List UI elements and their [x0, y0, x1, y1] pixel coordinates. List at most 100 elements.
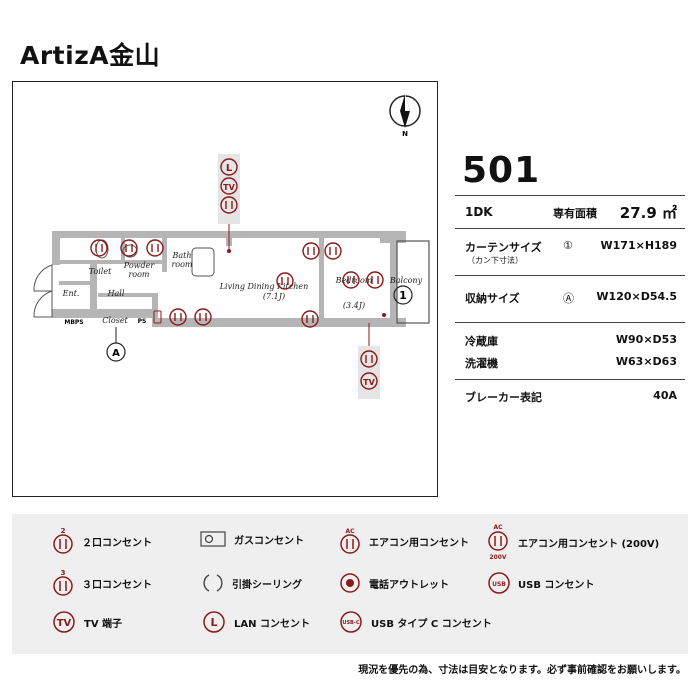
outlet-icon	[324, 242, 342, 260]
legend-lan: L LAN コンセント	[202, 610, 310, 634]
balcony-label: Balcony	[389, 276, 423, 285]
powder-label-2: room	[128, 270, 149, 279]
room-type: 1DK	[465, 205, 493, 219]
powder-label: Powder	[123, 261, 156, 270]
legend-ac: AC エアコン用コンセント (200V) エアコン用コンセント	[339, 526, 469, 556]
svg-text:3: 3	[61, 569, 66, 577]
legend-label: 電話アウトレット	[369, 579, 449, 591]
storage-value: W120×D54.5	[596, 290, 677, 303]
curtain-mark-label: ①	[563, 239, 573, 252]
closet-mark: A	[106, 327, 126, 362]
area-label: 専有面積	[553, 207, 597, 220]
spec-row-curtain: カーテンサイズ （カン下寸法） ① W171×H189	[455, 228, 685, 275]
spec-row-storage: 収納サイズ Ⓐ W120×D54.5	[455, 275, 685, 322]
compass-icon: N	[389, 94, 421, 138]
tv-outlet-icon: TV	[220, 177, 238, 195]
lan-outlet-icon: L	[203, 611, 225, 633]
svg-text:200V: 200V	[489, 554, 507, 561]
legend-label: LAN コンセント	[234, 618, 310, 630]
ldk-label: Living Dining Kitchen	[219, 282, 309, 291]
mbps-label: MBPS	[64, 319, 83, 326]
outlet-icon	[220, 196, 238, 214]
storage-label: 収納サイズ	[465, 292, 520, 305]
balcony-outline	[396, 240, 430, 324]
legend-label: USB タイプ C コンセント	[371, 618, 492, 630]
fridge-value: W90×D53	[615, 333, 677, 346]
legend-usb: USB USB コンセント	[488, 572, 594, 594]
legend-label: エアコン用コンセント (200V)	[518, 538, 660, 550]
fridge-label: 冷蔵庫	[465, 335, 498, 348]
legend-label: ガスコンセント	[234, 535, 304, 547]
curtain-value: W171×H189	[600, 239, 677, 252]
spec-row-type: 1DK 専有面積 27.9 ㎡	[455, 195, 685, 228]
spec-table: 1DK 専有面積 27.9 ㎡ カーテンサイズ （カン下寸法） ① W171×H…	[455, 195, 685, 412]
usb-c-outlet-icon: USB-C	[340, 611, 362, 633]
tv-outlet-icon: TV	[53, 611, 75, 633]
footnote: 現況を優先の為、寸法は目安となります。必ず事前確認をお願いします。	[358, 665, 686, 676]
outlet-icon	[90, 239, 108, 257]
svg-text:TV: TV	[223, 183, 235, 192]
outlet-icon	[301, 310, 319, 328]
outlet-icon	[366, 271, 384, 289]
gas-outlet-icon	[200, 531, 226, 547]
outlet-icon	[360, 350, 378, 368]
svg-text:L: L	[226, 163, 233, 174]
closet-label: Closet	[102, 316, 128, 325]
legend-label: ２口コンセント	[82, 537, 152, 549]
area-value: 27.9 ㎡	[619, 204, 677, 222]
svg-text:2: 2	[61, 527, 66, 535]
bathtub	[191, 247, 215, 277]
ac-200v-outlet-icon: AC 200V	[488, 524, 508, 561]
outlet-3-icon: 3	[53, 569, 73, 596]
outlet-icon	[302, 242, 320, 260]
outlet-icon	[276, 272, 294, 290]
svg-text:1: 1	[399, 289, 407, 302]
room-number: 501	[462, 150, 541, 191]
svg-text:USB: USB	[492, 581, 506, 588]
outlet-icon	[146, 239, 164, 257]
outlet-2-icon: 2	[53, 527, 73, 554]
legend-label: TV 端子	[84, 618, 123, 630]
toilet-label: Toilet	[89, 267, 112, 276]
svg-text:TV: TV	[57, 618, 72, 629]
legend-ac-200v: AC 200V エアコン用コンセント (200V)	[486, 522, 659, 562]
breaker-label: ブレーカー表記	[465, 391, 542, 404]
svg-text:USB-C: USB-C	[342, 620, 360, 626]
legend-gas: ガスコンセント	[200, 530, 304, 548]
legend-label: ３口コンセント	[82, 579, 152, 591]
legend-outlet-3: 3 ３口コンセント	[52, 568, 152, 598]
ps-label: PS	[138, 318, 147, 325]
legend-tv: TV TV 端子	[52, 610, 122, 634]
washer-value: W63×D63	[615, 355, 677, 368]
spec-row-appliances: 冷蔵庫 W90×D53 洗濯機 W63×D63	[455, 322, 685, 379]
legend: 2 ２口コンセント ガスコンセント AC エアコン用コンセント (200V) エ…	[12, 514, 688, 654]
tv-outlet-icon: TV	[360, 372, 378, 390]
washer-label: 洗濯機	[465, 357, 498, 370]
svg-text:AC: AC	[493, 524, 503, 531]
svg-text:AC: AC	[345, 528, 355, 535]
storage-mark-label: Ⓐ	[563, 292, 574, 305]
legend-outlet-2: 2 ２口コンセント	[52, 526, 152, 556]
legend-label: 引掛シーリング	[232, 579, 302, 591]
outlet-icon	[194, 308, 212, 326]
legend-label: USB コンセント	[518, 579, 595, 591]
usb-outlet-icon: USB	[488, 572, 510, 594]
svg-text:TV: TV	[363, 378, 375, 387]
outlet-icon	[342, 271, 360, 289]
bath-label-2: room	[171, 260, 192, 269]
outlet-icon	[169, 308, 187, 326]
phone-outlet-icon	[340, 573, 360, 593]
svg-text:A: A	[112, 348, 120, 359]
ldk-size: (7.1J)	[263, 292, 285, 301]
hall-label: Hall	[107, 289, 125, 298]
entrance-door	[33, 264, 53, 292]
floor-plan-frame	[12, 81, 438, 497]
spec-row-breaker: ブレーカー表記 40A	[455, 379, 685, 412]
breaker-value: 40A	[653, 389, 677, 402]
lan-outlet-icon: L	[220, 158, 238, 176]
legend-usbc: USB-C USB タイプ C コンセント	[339, 610, 492, 634]
curtain-label: カーテンサイズ	[465, 241, 542, 254]
ceiling-hook-icon	[203, 574, 223, 592]
ent-label: Ent.	[62, 289, 80, 298]
property-title: ArtizA金山	[20, 41, 161, 70]
